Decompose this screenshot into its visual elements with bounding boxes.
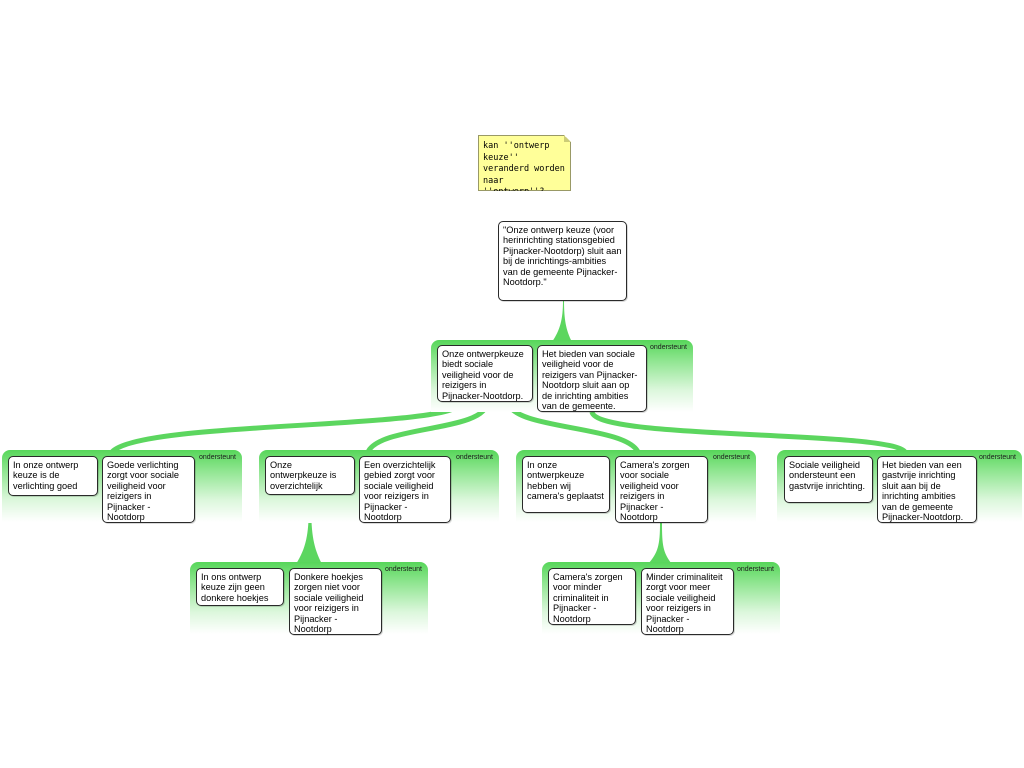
- reason-text: Het bieden van een gastvrije inrichting …: [882, 460, 964, 523]
- note-fold-corner: [564, 135, 571, 142]
- group-label: ondersteunt: [199, 454, 236, 461]
- reason-box[interactable]: Camera's zorgen voor sociale veiligheid …: [615, 456, 708, 523]
- reason-box[interactable]: Het bieden van een gastvrije inrichting …: [877, 456, 977, 523]
- reason-box[interactable]: In onze ontwerp keuze is de verlichting …: [8, 456, 98, 496]
- reason-text: In onze ontwerpkeuze hebben wij camera's…: [527, 460, 604, 502]
- connector-to-group-2d: [589, 410, 908, 454]
- group-label: ondersteunt: [713, 454, 750, 461]
- reason-box[interactable]: Donkere hoekjes zorgen niet voor sociale…: [289, 568, 382, 635]
- reason-box[interactable]: In onze ontwerpkeuze hebben wij camera's…: [522, 456, 610, 513]
- reason-text: Goede verlichting zorgt voor sociale vei…: [107, 460, 180, 523]
- reason-text: In onze ontwerp keuze is de verlichting …: [13, 460, 79, 491]
- reason-box[interactable]: Minder criminaliteit zorgt voor meer soc…: [641, 568, 734, 635]
- group-label: ondersteunt: [456, 454, 493, 461]
- reason-box[interactable]: Een overzichtelijk gebied zorgt voor soc…: [359, 456, 451, 523]
- group-label: ondersteunt: [650, 344, 687, 351]
- connector-root-to-group-1: [552, 300, 572, 342]
- reason-text: Een overzichtelijk gebied zorgt voor soc…: [364, 460, 436, 523]
- root-claim[interactable]: "Onze ontwerp keuze (voor herinrichting …: [498, 221, 627, 301]
- reason-box[interactable]: Onze ontwerpkeuze biedt sociale veilighe…: [437, 345, 533, 402]
- reason-text: Camera's zorgen voor minder criminalitei…: [553, 572, 623, 624]
- group-label: ondersteunt: [737, 566, 774, 573]
- reason-text: Het bieden van sociale veiligheid voor d…: [542, 349, 638, 412]
- comment-note: kan ''ontwerp keuze'' veranderd worden n…: [478, 135, 571, 191]
- reason-box[interactable]: Camera's zorgen voor minder criminalitei…: [548, 568, 636, 625]
- reason-text: In ons ontwerp keuze zijn geen donkere h…: [201, 572, 269, 603]
- reason-box[interactable]: Het bieden van sociale veiligheid voor d…: [537, 345, 647, 412]
- connector-to-group-3b: [648, 523, 672, 564]
- reason-box[interactable]: Goede verlichting zorgt voor sociale vei…: [102, 456, 195, 523]
- reason-box[interactable]: Sociale veiligheid ondersteunt een gastv…: [784, 456, 873, 503]
- reason-text: Minder criminaliteit zorgt voor meer soc…: [646, 572, 723, 635]
- root-claim-text: "Onze ontwerp keuze (voor herinrichting …: [503, 225, 622, 288]
- comment-note-text: kan ''ontwerp keuze'' veranderd worden n…: [483, 141, 565, 197]
- reason-text: Donkere hoekjes zorgen niet voor sociale…: [294, 572, 364, 635]
- reason-box[interactable]: Onze ontwerpkeuze is overzichtelijk: [265, 456, 355, 495]
- group-label: ondersteunt: [979, 454, 1016, 461]
- reason-text: Sociale veiligheid ondersteunt een gastv…: [789, 460, 866, 491]
- reason-text: Camera's zorgen voor sociale veiligheid …: [620, 460, 690, 523]
- connector-to-group-3a: [296, 494, 322, 564]
- group-label: ondersteunt: [385, 566, 422, 573]
- connector-to-group-2a: [110, 400, 465, 454]
- reason-text: Onze ontwerpkeuze is overzichtelijk: [270, 460, 337, 491]
- reason-text: Onze ontwerpkeuze biedt sociale veilighe…: [442, 349, 524, 401]
- reason-box[interactable]: In ons ontwerp keuze zijn geen donkere h…: [196, 568, 284, 606]
